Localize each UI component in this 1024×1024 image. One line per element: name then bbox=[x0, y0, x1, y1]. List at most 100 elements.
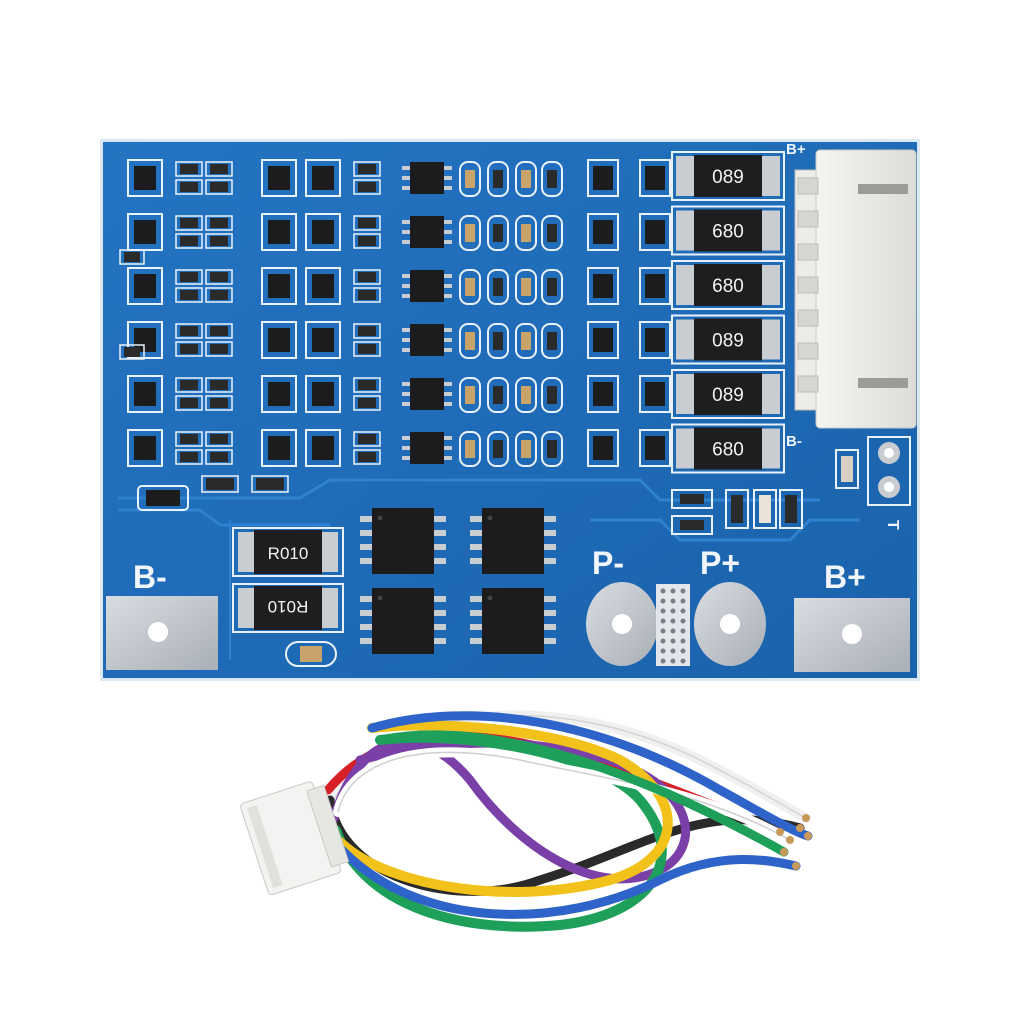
capacitor-outline bbox=[541, 269, 563, 305]
resistor-outline bbox=[205, 431, 233, 447]
ic-pin bbox=[444, 274, 452, 278]
ic-pin bbox=[402, 446, 410, 450]
smd-resistor bbox=[210, 218, 228, 228]
mosfet-pin bbox=[434, 638, 446, 644]
resistor-outline bbox=[205, 449, 233, 465]
via-hole bbox=[680, 658, 686, 664]
b-minus-label: B- bbox=[133, 559, 167, 595]
capacitor-outline bbox=[487, 431, 509, 467]
power-resistor-pad bbox=[676, 319, 694, 360]
via-hole bbox=[660, 588, 666, 594]
ic-pin bbox=[444, 240, 452, 244]
ic-chip bbox=[410, 216, 444, 248]
via-hole bbox=[660, 658, 666, 664]
smd-capacitor bbox=[493, 440, 503, 458]
smd-component-grid bbox=[119, 159, 671, 511]
smd-resistor bbox=[358, 380, 376, 390]
smd-resistor bbox=[210, 164, 228, 174]
pin1-marker bbox=[487, 515, 493, 521]
power-resistor-pad bbox=[676, 374, 694, 414]
resistor-outline bbox=[353, 269, 381, 285]
mosfet-pin bbox=[360, 558, 372, 564]
ic-pin bbox=[402, 402, 410, 406]
mosfet-pin bbox=[434, 624, 446, 630]
sot-transistor bbox=[645, 166, 665, 190]
ic-chip bbox=[410, 324, 444, 356]
mosfet-pin bbox=[470, 596, 482, 602]
sot-transistor bbox=[593, 382, 613, 406]
mosfet-ic bbox=[482, 508, 544, 574]
ic-pin bbox=[444, 382, 452, 386]
ic-pin bbox=[402, 456, 410, 460]
smd-resistor bbox=[256, 478, 284, 490]
sot-outline bbox=[305, 267, 341, 305]
smd-capacitor bbox=[547, 440, 557, 458]
smd-capacitor bbox=[493, 278, 503, 296]
via-hole bbox=[680, 628, 686, 634]
p-minus-label: P- bbox=[592, 545, 624, 581]
smd-resistor bbox=[180, 272, 198, 282]
resistor-outline bbox=[119, 344, 145, 360]
b-minus-terminal bbox=[106, 596, 218, 670]
power-resistor-outline bbox=[671, 423, 785, 474]
power-resistor-label: 089 bbox=[712, 331, 744, 352]
power-resistor-label: 680 bbox=[712, 276, 744, 297]
smd-capacitor bbox=[521, 440, 531, 458]
sot-transistor bbox=[593, 436, 613, 460]
via-hole bbox=[660, 618, 666, 624]
power-resistor-pad bbox=[676, 428, 694, 469]
via-hole bbox=[670, 618, 676, 624]
header-pin bbox=[797, 375, 819, 393]
ic-pin bbox=[402, 436, 410, 440]
resistor-outline bbox=[353, 161, 381, 177]
sot-outline bbox=[305, 321, 341, 359]
smd-resistor bbox=[206, 478, 234, 490]
sot-outline bbox=[261, 429, 297, 467]
mosfet-pin bbox=[544, 530, 556, 536]
sot-transistor bbox=[134, 220, 156, 244]
ic-pin bbox=[444, 284, 452, 288]
mosfet-pin bbox=[360, 530, 372, 536]
ic-pin bbox=[444, 220, 452, 224]
mosfet-pin bbox=[360, 624, 372, 630]
smd-resistor bbox=[210, 272, 228, 282]
header-pin bbox=[797, 177, 819, 195]
pin1-marker bbox=[377, 595, 383, 601]
resistor-outline bbox=[205, 341, 233, 357]
wire-tips bbox=[776, 814, 812, 870]
sot-outline bbox=[587, 267, 619, 305]
via-hole bbox=[660, 638, 666, 644]
capacitor-outline bbox=[459, 431, 481, 467]
capacitor-outline bbox=[459, 377, 481, 413]
via-hole bbox=[680, 648, 686, 654]
mosfet-pin bbox=[434, 558, 446, 564]
via-hole bbox=[670, 598, 676, 604]
sot-transistor bbox=[268, 328, 290, 352]
power-resistor-pad bbox=[676, 156, 694, 196]
mosfet-pin bbox=[470, 544, 482, 550]
capacitor-outline bbox=[515, 161, 537, 197]
resistor-outline bbox=[175, 287, 203, 303]
resistor-outline bbox=[175, 431, 203, 447]
header-b-minus-label: B- bbox=[786, 433, 802, 450]
smd-capacitor bbox=[493, 332, 503, 350]
mosfet-pin bbox=[434, 596, 446, 602]
resistor-outline bbox=[353, 233, 381, 249]
mosfet-pin bbox=[470, 624, 482, 630]
sot-transistor bbox=[268, 166, 290, 190]
ic-pin bbox=[402, 240, 410, 244]
power-resistor-pad bbox=[676, 210, 694, 251]
capacitor-outline bbox=[487, 323, 509, 359]
capacitor-outline bbox=[459, 323, 481, 359]
sot-outline bbox=[127, 375, 163, 413]
power-resistor-body bbox=[694, 209, 762, 252]
smd-resistor bbox=[210, 344, 228, 354]
resistor-outline bbox=[251, 475, 289, 493]
sot-transistor bbox=[268, 382, 290, 406]
power-resistor-body bbox=[694, 427, 762, 470]
sot-transistor bbox=[312, 436, 334, 460]
power-resistor-pad bbox=[762, 374, 780, 414]
sot-outline bbox=[305, 429, 341, 467]
